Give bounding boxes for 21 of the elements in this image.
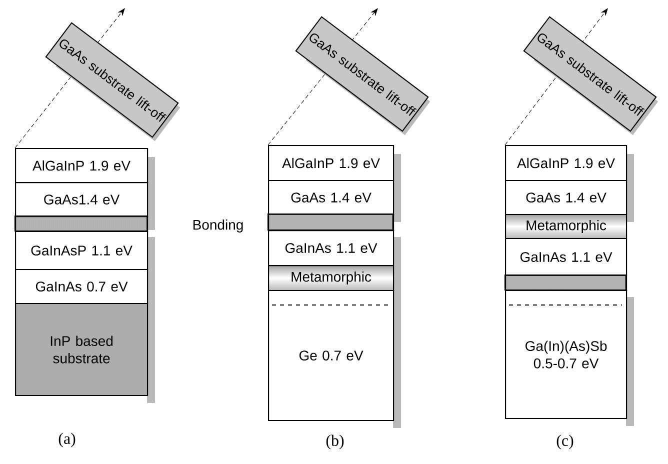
layer-box: AlGaInP 1.9 eV <box>505 145 628 182</box>
layer-box: GaAs 1.4 eV <box>505 180 628 216</box>
layer-box: AlGaInP 1.9 eV <box>15 148 148 184</box>
panel-label: (c) <box>556 434 574 450</box>
layer-box: GaInAsP 1.1 eV <box>15 231 148 270</box>
bonding-layer <box>504 274 628 292</box>
layer-box: GaAs 1.4 eV <box>268 180 394 216</box>
metamorphic-layer: Metamorphic <box>268 265 394 292</box>
layer-box: GaInAs 1.1 eV <box>505 238 628 276</box>
bonding-layer <box>14 215 148 232</box>
bonding-label: Bonding <box>193 219 243 233</box>
layer-box: GaInAs 0.7 eV <box>15 269 148 304</box>
base-layer: Ga(In)(As)Sb 0.5-0.7 eV <box>505 290 628 420</box>
metamorphic-layer: Metamorphic <box>505 214 628 240</box>
layer-box: GaAs1.4 eV <box>15 182 148 218</box>
panel-label: (a) <box>58 432 76 448</box>
layer-box: AlGaInP 1.9 eV <box>268 145 394 182</box>
substrate-box: InP based substrate <box>15 303 148 396</box>
layer-box: GaInAs 1.1 eV <box>268 230 394 266</box>
bonding-layer <box>267 213 394 232</box>
base-layer: Ge 0.7 eV <box>268 290 394 422</box>
